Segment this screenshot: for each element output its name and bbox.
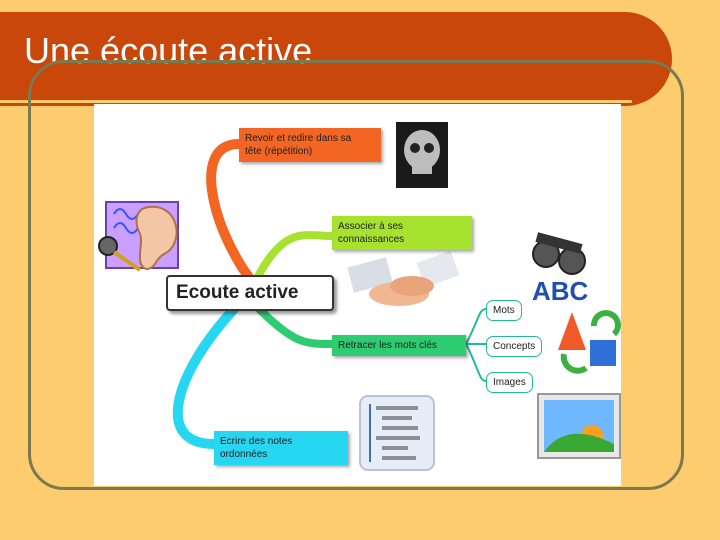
- title-bar: [0, 12, 672, 106]
- connector-retracer: [250, 300, 336, 348]
- connector-revoir: [206, 139, 259, 289]
- branch-revoir-line-1: Revoir et redire dans sa: [245, 133, 352, 144]
- subnode-concepts: Concepts: [486, 336, 543, 357]
- branch-revoir: Revoir et redire dans sa tête (répétitio…: [239, 128, 381, 162]
- connector-images: [465, 343, 487, 382]
- shapes-recycle-icon: [558, 310, 621, 374]
- mind-map-canvas: ABC: [98, 122, 621, 471]
- central-node: Ecoute active: [166, 275, 334, 311]
- branch-retracer: Retracer les mots clés: [332, 335, 466, 356]
- connector-ecrire: [172, 304, 239, 449]
- subnode-mots: Mots: [486, 300, 522, 321]
- branch-associer-line-2: connaissances: [338, 234, 405, 245]
- ear-hearing-icon: [98, 201, 179, 272]
- xray-skull-icon: [396, 122, 448, 188]
- branch-revoir-line-2: tête (répétition): [245, 146, 313, 157]
- branch-associer: Associer à ses connaissances: [332, 216, 472, 250]
- binoculars-abc-icon: ABC: [532, 232, 589, 306]
- abc-text: ABC: [532, 276, 589, 306]
- handshake-icon: [347, 250, 460, 306]
- branch-ecrire-line-1: Ecrire des notes: [220, 436, 293, 447]
- title-underline: [0, 100, 632, 103]
- branch-associer-line-1: Associer à ses: [338, 221, 404, 232]
- mind-map: ABC Ecoute active Rev: [94, 104, 621, 486]
- branch-ecrire-line-2: ordonnées: [220, 449, 268, 460]
- branch-ecrire: Ecrire des notes ordonnées: [214, 431, 348, 465]
- slide-title: Une écoute active: [24, 30, 313, 71]
- connector-associer: [250, 231, 336, 288]
- connector-mots: [465, 308, 487, 345]
- landscape-picture-icon: [537, 393, 621, 459]
- branch-retracer-line-1: Retracer les mots clés: [338, 340, 437, 351]
- subnode-images: Images: [486, 372, 533, 393]
- content-frame: [28, 60, 684, 490]
- outline-list-icon: [359, 395, 435, 471]
